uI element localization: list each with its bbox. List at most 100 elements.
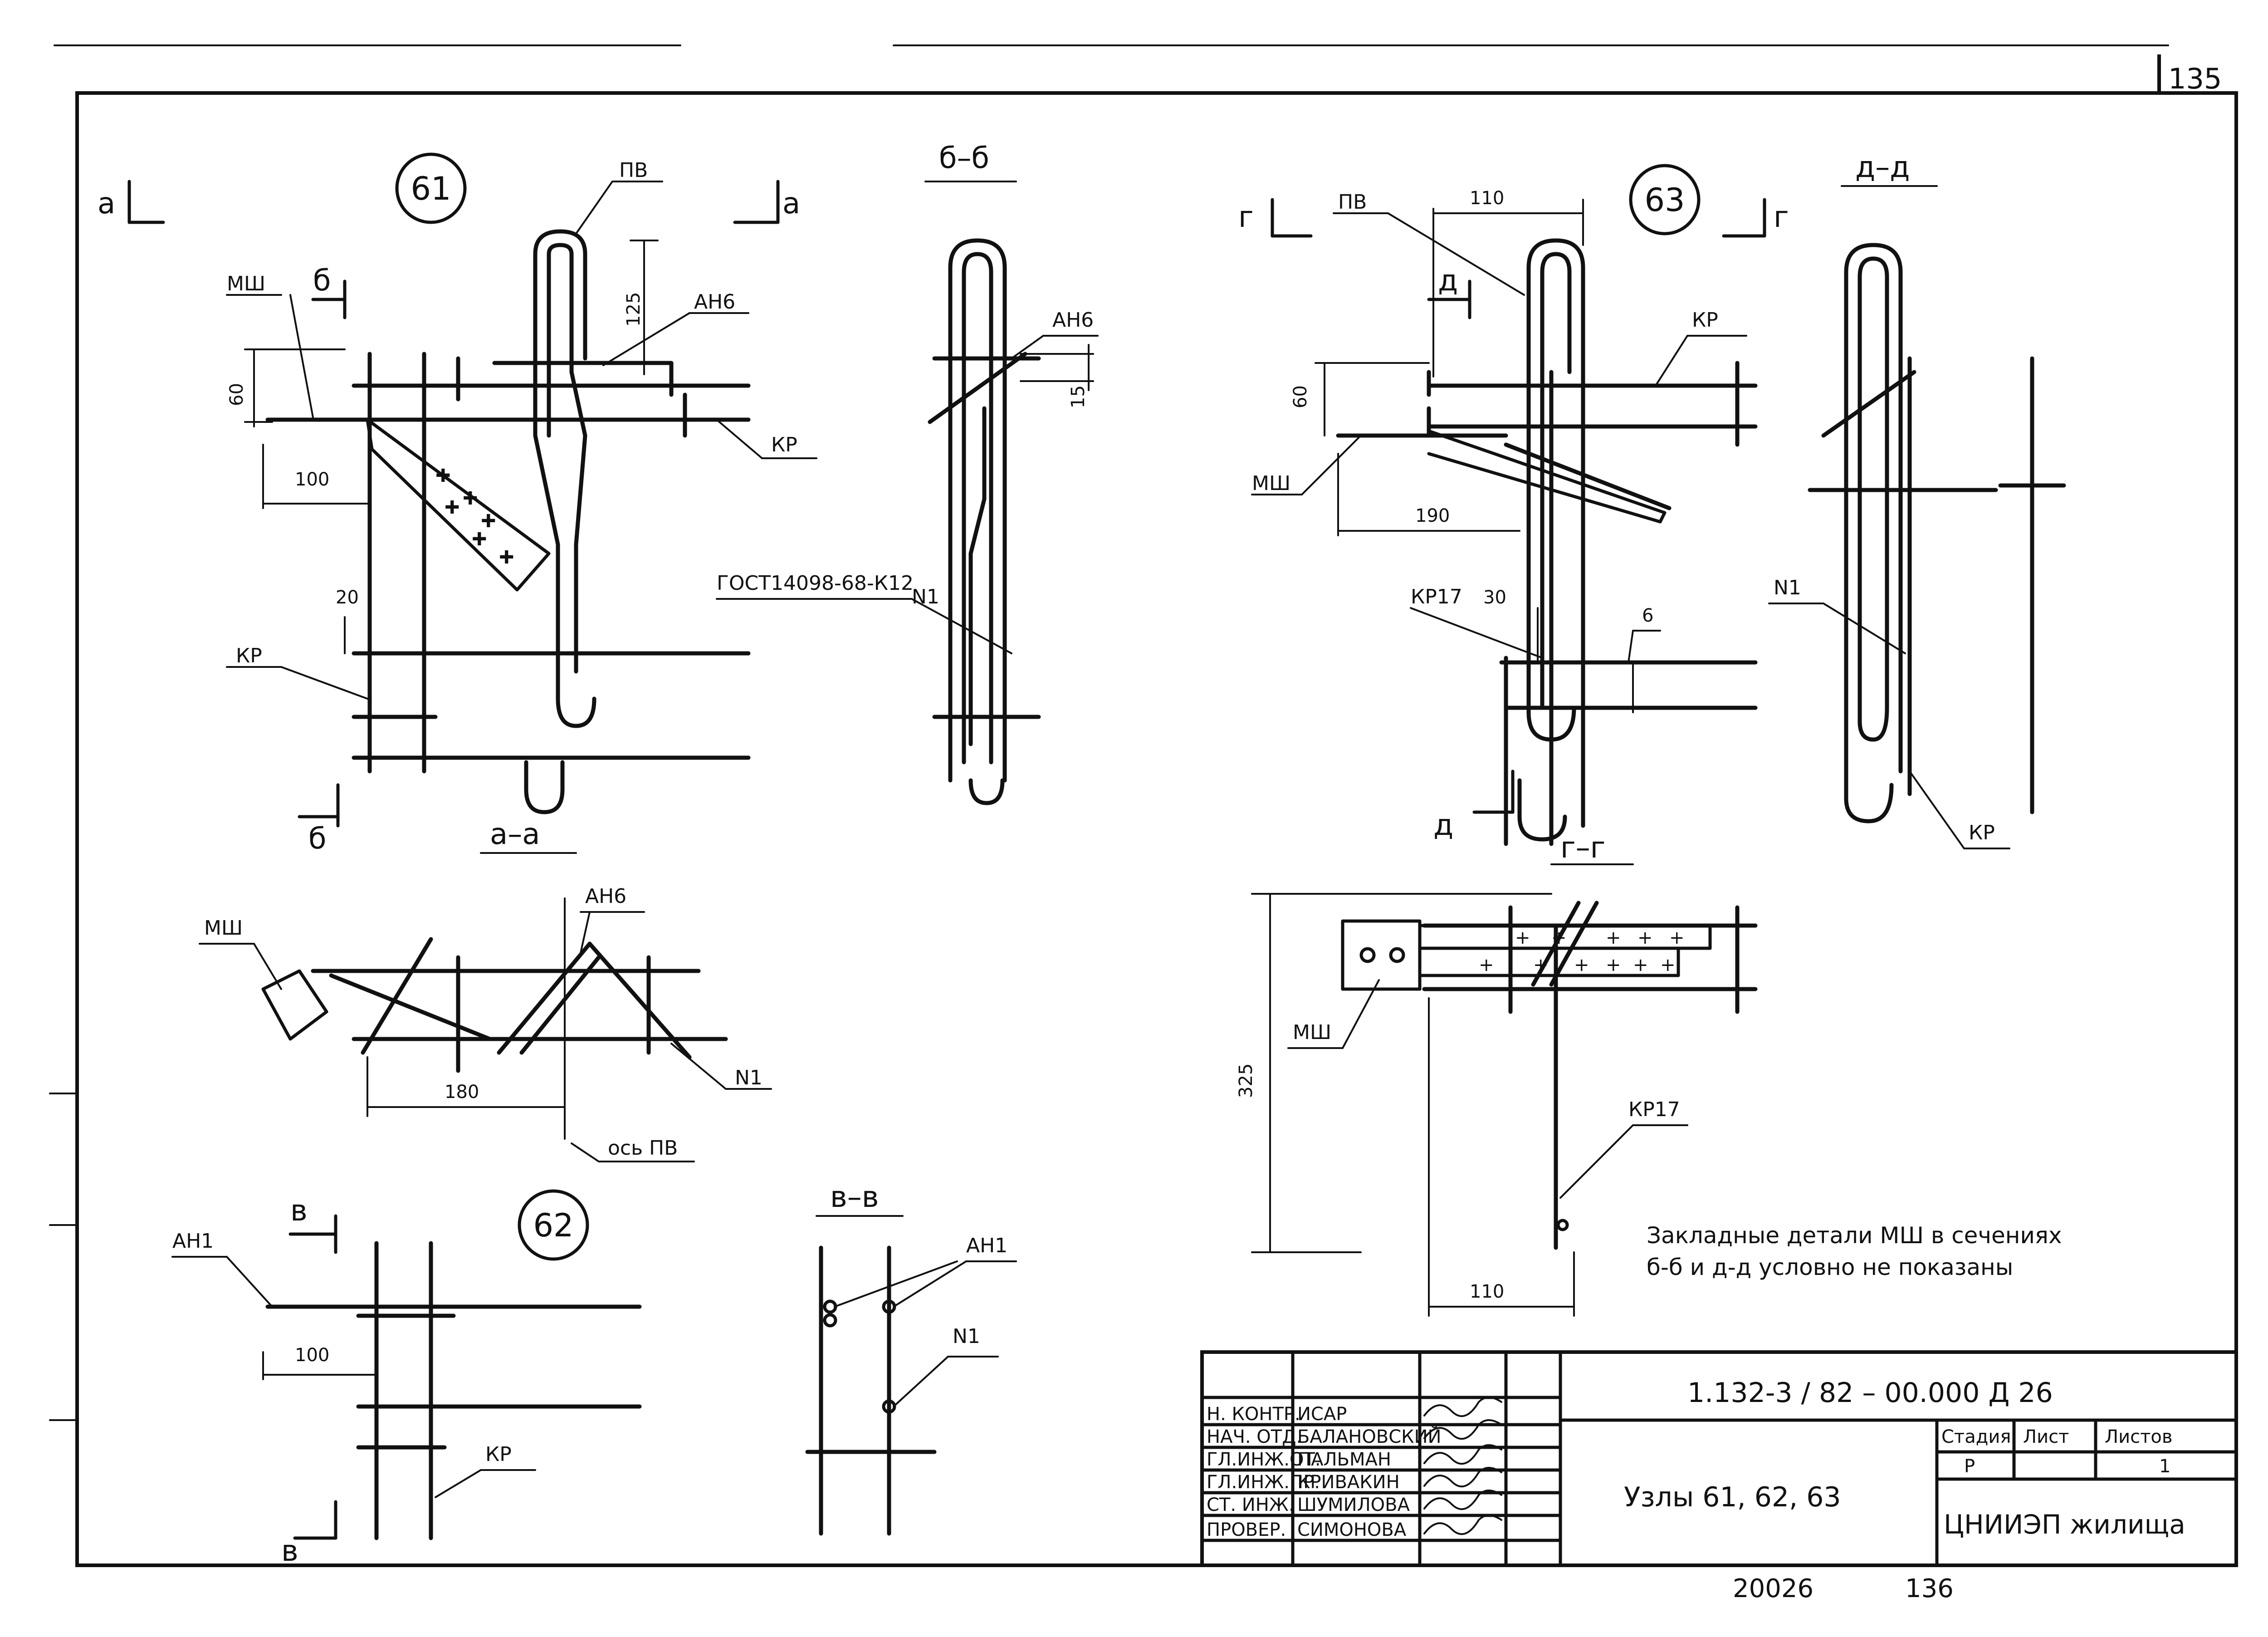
tb-stage: Р — [1964, 1456, 1975, 1477]
svg-text:+: + — [1479, 955, 1494, 975]
svg-text:+: + — [481, 510, 496, 531]
svg-text:+: + — [1551, 927, 1567, 948]
section-dd: д–д N1 КР — [1768, 151, 2066, 849]
section-bb-dim-15: 15 — [1068, 385, 1089, 408]
section-bb-label-gost: ГОСТ14098-68-К12 — [717, 572, 914, 595]
section-gg-dim-110: 110 — [1470, 1281, 1504, 1302]
n63-cut-mark-g-left: г — [1238, 201, 1254, 234]
n62-label-kr: КР — [485, 1443, 512, 1466]
section-dd-label-n1: N1 — [1774, 576, 1801, 599]
tb-name-4: ШУМИЛОВА — [1297, 1495, 1410, 1515]
section-bb-title: б–б — [939, 142, 989, 175]
n63-dim-6: 6 — [1642, 605, 1653, 626]
node-63-id: 63 — [1644, 181, 1685, 219]
footer: 20026 136 — [1733, 1574, 1954, 1603]
node-62: 62 в в АН1 100 КР — [171, 1189, 642, 1568]
svg-text:+: + — [1515, 927, 1530, 948]
svg-text:+: + — [1660, 955, 1676, 975]
section-bb-label-an6: АН6 — [1052, 309, 1094, 332]
tb-sheets: 1 — [2159, 1456, 2170, 1477]
svg-text:+: + — [463, 487, 478, 508]
n61-label-kr-bottom: КР — [236, 644, 262, 667]
svg-text:+: + — [472, 528, 487, 549]
section-vv: в–в АН1 N1 — [805, 1181, 1017, 1536]
cut-mark-b-top: б — [313, 264, 331, 298]
tb-title: Узлы 61, 62, 63 — [1624, 1481, 1841, 1513]
cut-mark-a-left: а — [98, 187, 115, 221]
section-aa-label-msh: МШ — [204, 917, 243, 940]
cut-mark-b-bottom: б — [308, 822, 326, 856]
section-aa-dim-180: 180 — [445, 1082, 479, 1103]
msh-plate-crosses: + + + + + + — [435, 464, 515, 568]
n61-label-msh: МШ — [227, 272, 265, 295]
node-62-id: 62 — [533, 1207, 573, 1244]
tb-role-2: ГЛ.ИНЖ.ОТ. — [1207, 1449, 1321, 1470]
tb-name-0: ИСАР — [1297, 1404, 1347, 1425]
section-gg: г–г + + + + + + + + + + + 325 — [1236, 831, 1758, 1317]
svg-text:+: + — [1606, 927, 1621, 948]
tb-name-5: СИМОНОВА — [1297, 1519, 1407, 1540]
tb-name-1: БАЛАНОВСКИЙ — [1297, 1426, 1441, 1447]
tb-org: ЦНИИЭП жилища — [1944, 1509, 2185, 1540]
note-line1: Закладные детали МШ в сечениях — [1647, 1222, 2062, 1249]
n63-label-msh: МШ — [1252, 472, 1290, 495]
section-gg-label-kr17: КР17 — [1628, 1098, 1680, 1121]
tb-sheet-header: Лист — [2023, 1426, 2069, 1447]
svg-text:+: + — [1637, 927, 1653, 948]
note-line2: б-б и д-д условно не показаны — [1647, 1254, 2013, 1280]
note: Закладные детали МШ в сечениях б-б и д-д… — [1647, 1222, 2062, 1280]
n61-label-pv: ПВ — [619, 159, 648, 182]
tb-role-5: ПРОВЕР. — [1207, 1519, 1286, 1540]
n61-dim-100: 100 — [295, 469, 329, 490]
svg-text:+: + — [1669, 927, 1685, 948]
tb-sheets-header: Листов — [2105, 1426, 2172, 1447]
sheet-frame: 135 — [49, 44, 2238, 1567]
svg-text:+: + — [445, 496, 460, 517]
tb-name-3: КРИВАКИН — [1297, 1472, 1400, 1493]
tb-role-3: ГЛ.ИНЖ.ПР. — [1207, 1472, 1320, 1493]
n62-cut-mark-top: в — [290, 1194, 308, 1228]
section-gg-title: г–г — [1560, 831, 1605, 865]
section-aa: а–а 180 ось ПВ МШ АН6 N1 — [199, 818, 772, 1162]
footer-inv: 20026 — [1733, 1574, 1813, 1603]
node-63: 63 г г д д 110 60 — [1238, 164, 1789, 846]
sheet-number-top: 135 — [2168, 62, 2222, 95]
svg-text:+: + — [435, 465, 451, 485]
section-aa-axis: ось ПВ — [608, 1137, 678, 1160]
section-vv-title: в–в — [830, 1181, 879, 1214]
n63-dim-60: 60 — [1290, 385, 1311, 408]
svg-text:+: + — [1533, 955, 1549, 975]
section-vv-label-an1: АН1 — [966, 1234, 1007, 1257]
n62-dim-100: 100 — [295, 1345, 329, 1366]
n63-dim-110-top: 110 — [1470, 188, 1504, 209]
n63-label-pv: ПВ — [1338, 191, 1367, 214]
n61-dim-60: 60 — [226, 383, 247, 406]
footer-page: 136 — [1905, 1574, 1954, 1603]
n63-cut-mark-d-top: д — [1438, 264, 1458, 298]
section-aa-title: а–а — [490, 818, 540, 851]
section-bb: б–б 15 АН6 ГОСТ14098-68-К12 N1 — [716, 142, 1099, 805]
tb-role-4: СТ. ИНЖ. — [1207, 1495, 1295, 1515]
n61-dim-125: 125 — [623, 292, 644, 327]
tb-stage-header: Стадия — [1941, 1426, 2011, 1447]
n61-dim-20: 20 — [336, 587, 359, 608]
n63-dim-190: 190 — [1415, 505, 1450, 526]
node-61-id: 61 — [411, 170, 451, 207]
tb-name-2: ПАЛЬМАН — [1297, 1449, 1391, 1470]
section-dd-title: д–д — [1855, 151, 1910, 184]
n63-label-kr: КР — [1692, 309, 1718, 332]
signatures — [1423, 1397, 1502, 1535]
svg-text:+: + — [1574, 955, 1589, 975]
cut-mark-a-right: а — [782, 187, 800, 221]
tb-role-1: НАЧ. ОТД. — [1207, 1426, 1302, 1447]
n63-cut-mark-g-right: г — [1774, 201, 1789, 234]
n62-label-an1: АН1 — [172, 1230, 214, 1253]
section-aa-label-an6: АН6 — [585, 885, 626, 908]
n63-label-kr17: КР17 — [1411, 585, 1462, 608]
n63-cut-mark-d-bottom: д — [1433, 809, 1453, 842]
svg-text:+: + — [499, 546, 514, 567]
svg-text:+: + — [1633, 955, 1648, 975]
section-gg-dim-325: 325 — [1236, 1064, 1256, 1098]
section-aa-label-n1: N1 — [735, 1066, 763, 1089]
n62-cut-mark-bottom: в — [281, 1534, 298, 1568]
